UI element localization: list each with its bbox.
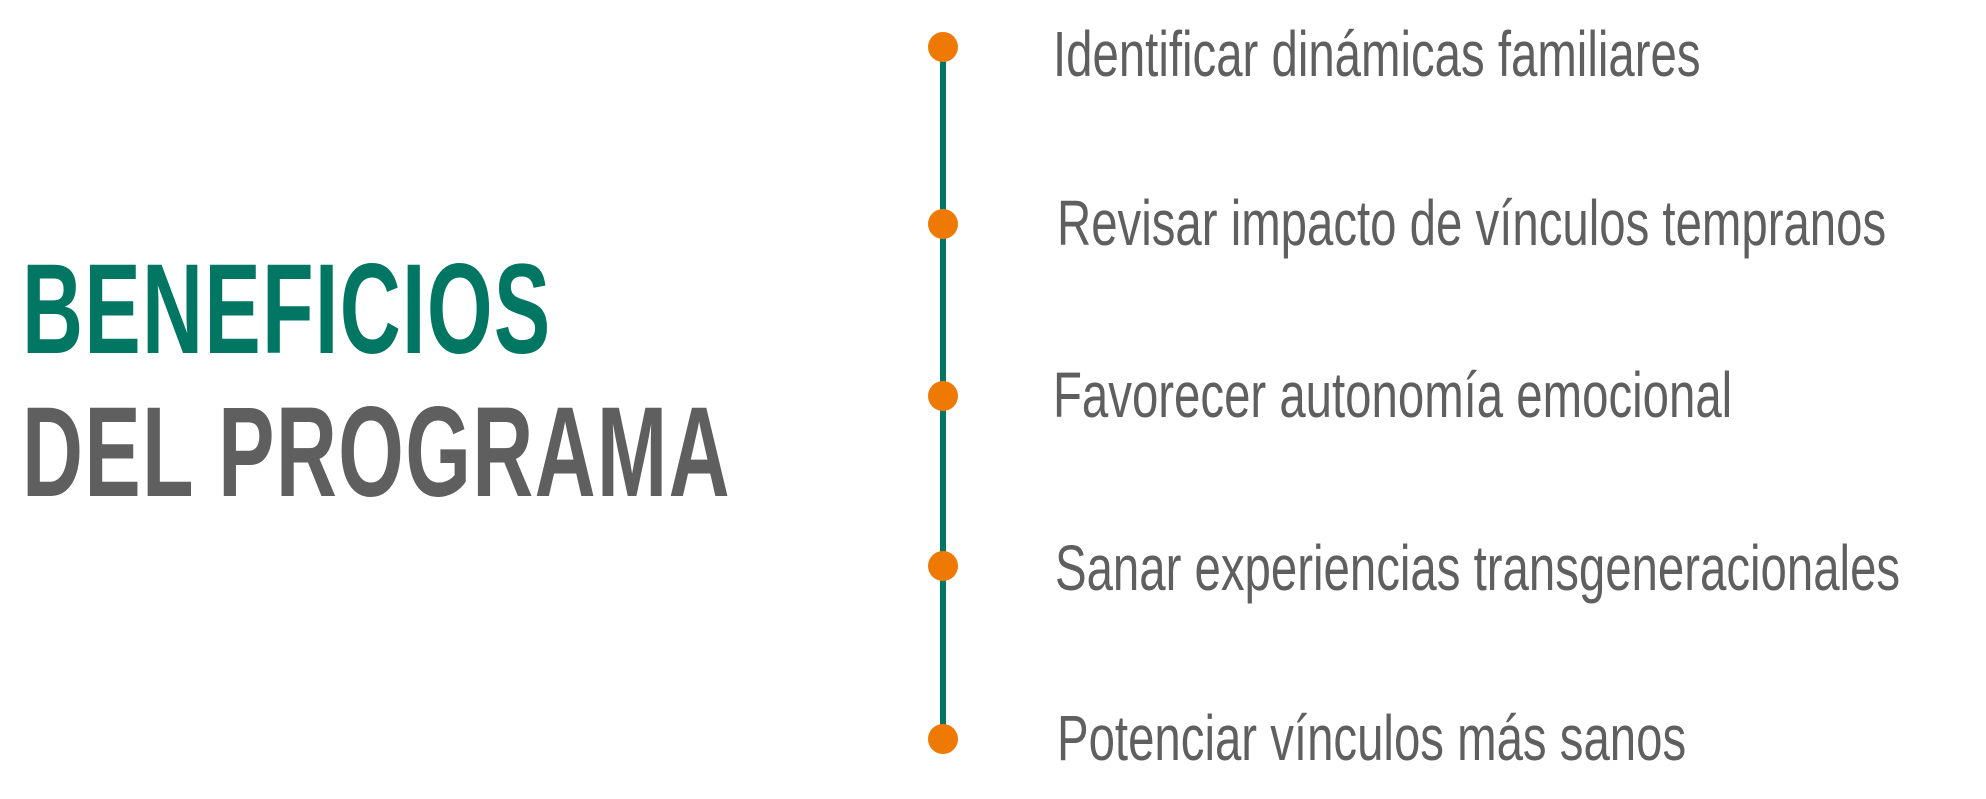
benefit-item-1: Identificar dinámicas familiares bbox=[1053, 18, 1701, 90]
timeline-dot-3 bbox=[928, 381, 958, 411]
timeline-dot-5 bbox=[928, 724, 958, 754]
benefit-item-3: Favorecer autonomía emocional bbox=[1053, 359, 1733, 431]
timeline-dot-2 bbox=[928, 209, 958, 239]
title-line-2: DEL PROGRAMA bbox=[22, 381, 731, 524]
timeline-dot-4 bbox=[928, 551, 958, 581]
benefit-item-2: Revisar impacto de vínculos tempranos bbox=[1057, 187, 1887, 259]
benefit-item-4: Sanar experiencias transgeneracionales bbox=[1055, 532, 1901, 604]
benefit-item-5: Potenciar vínculos más sanos bbox=[1057, 702, 1687, 774]
timeline-dot-1 bbox=[928, 32, 958, 62]
title-line-1: BENEFICIOS bbox=[22, 238, 552, 381]
